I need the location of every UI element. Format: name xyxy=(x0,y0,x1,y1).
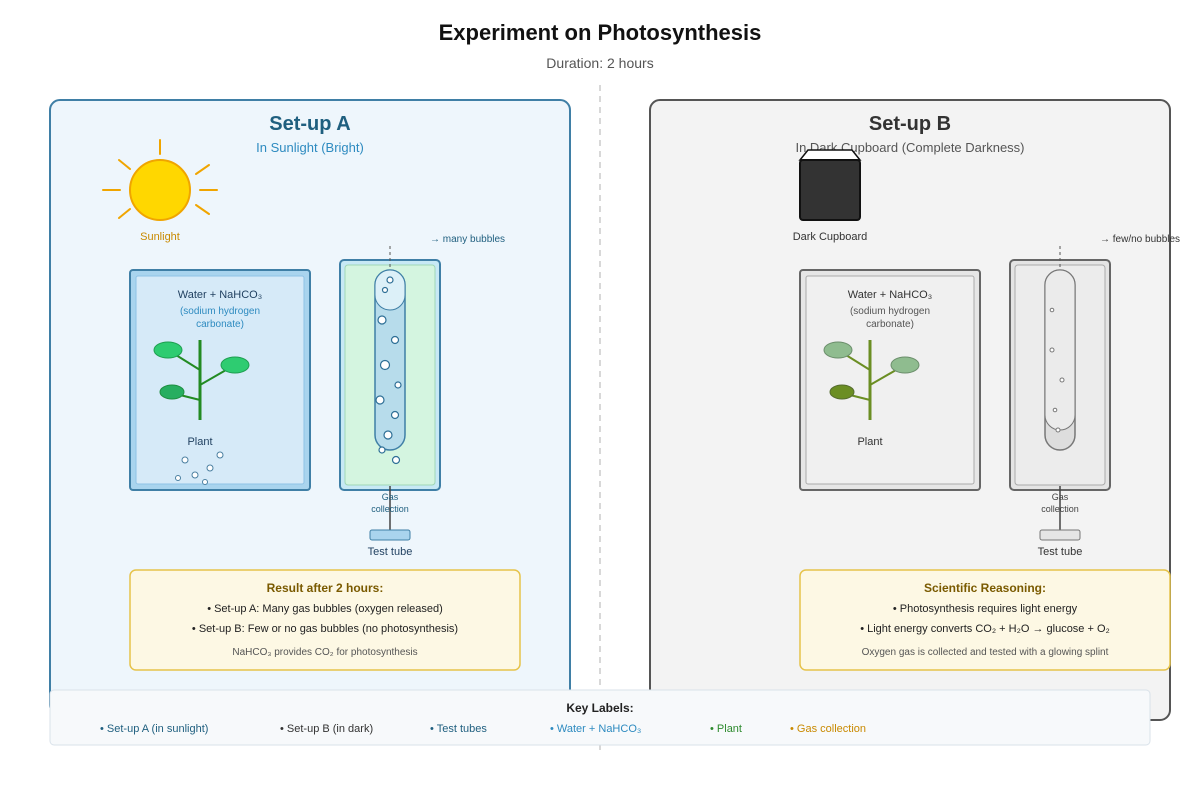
reasoning-box xyxy=(799,569,1171,671)
result-heading: Result after 2 hours: xyxy=(267,581,384,595)
result-line-a: • Set-up A: Many gas bubbles (oxygen rel… xyxy=(207,603,443,615)
beaker-b-solution-detail: (sodium hydrogen xyxy=(850,306,930,317)
gas-collection-b-label-2: collection xyxy=(1041,504,1079,514)
beaker-a-solution-label: Water + NaHCO₃ xyxy=(178,289,262,301)
result-note: NaHCO₃ provides CO₂ for photosynthesis xyxy=(232,647,417,658)
setup-a-title: Set-up A xyxy=(269,113,350,135)
plant-b-icon xyxy=(823,340,920,420)
beaker-a-bubbles xyxy=(175,451,224,485)
plant-a-label: Plant xyxy=(187,436,212,448)
test-tube-a-label: Test tube xyxy=(368,546,413,558)
setup-b-title: Set-up B xyxy=(869,113,951,135)
test-tube-a-bubbles xyxy=(375,276,402,465)
key-labels-heading: Key Labels: xyxy=(566,701,633,715)
plant-b-label: Plant xyxy=(857,436,882,448)
dark-cupboard-icon xyxy=(798,149,862,221)
beaker-a-solution-detail-2: carbonate) xyxy=(196,319,244,330)
key-item-plant: • Plant xyxy=(710,723,742,735)
beaker-a xyxy=(129,269,311,491)
dark-cupboard-label: Dark Cupboard xyxy=(793,231,868,243)
test-tube-b-label: Test tube xyxy=(1038,546,1083,558)
reasoning-heading: Scientific Reasoning: xyxy=(924,581,1046,595)
reasoning-line-2: • Light energy converts CO₂ + H₂O → gluc… xyxy=(860,623,1110,635)
gas-collection-b-label: Gas xyxy=(1052,492,1069,502)
test-tube-b xyxy=(1009,246,1111,541)
page-title: Experiment on Photosynthesis xyxy=(439,20,762,45)
gas-collection-a-label: Gas xyxy=(382,492,399,502)
sunlight-label: Sunlight xyxy=(140,231,180,243)
key-item-gas-collection: • Gas collection xyxy=(790,723,866,735)
beaker-b-solution-detail-2: carbonate) xyxy=(866,319,914,330)
gas-collection-a-label-2: collection xyxy=(371,504,409,514)
key-item-water: • Water + NaHCO₃ xyxy=(550,723,641,735)
beaker-a-solution-detail: (sodium hydrogen xyxy=(180,306,260,317)
key-labels-box xyxy=(49,689,1151,746)
key-labels-list: • Set-up A (in sunlight) • Set-up B (in … xyxy=(100,723,866,735)
test-tube-b-bubbles xyxy=(1049,307,1065,433)
test-tube-a xyxy=(339,246,441,541)
result-box xyxy=(129,569,521,671)
many-bubbles-label: → many bubbles xyxy=(430,234,505,245)
page-subtitle: Duration: 2 hours xyxy=(546,55,653,71)
result-line-b: • Set-up B: Few or no gas bubbles (no ph… xyxy=(192,623,458,635)
setup-a-condition: In Sunlight (Bright) xyxy=(256,140,364,155)
key-item-setup-a: • Set-up A (in sunlight) xyxy=(100,723,208,735)
plant-a-icon xyxy=(153,340,250,420)
reasoning-line-1: • Photosynthesis requires light energy xyxy=(893,603,1078,615)
sun-icon xyxy=(102,139,218,221)
beaker-b xyxy=(799,269,981,491)
few-bubbles-label: → few/no bubbles xyxy=(1100,234,1180,245)
reasoning-note: Oxygen gas is collected and tested with … xyxy=(862,647,1109,658)
key-item-test-tubes: • Test tubes xyxy=(430,723,487,735)
beaker-b-solution-label: Water + NaHCO₃ xyxy=(848,289,932,301)
key-item-setup-b: • Set-up B (in dark) xyxy=(280,723,373,735)
